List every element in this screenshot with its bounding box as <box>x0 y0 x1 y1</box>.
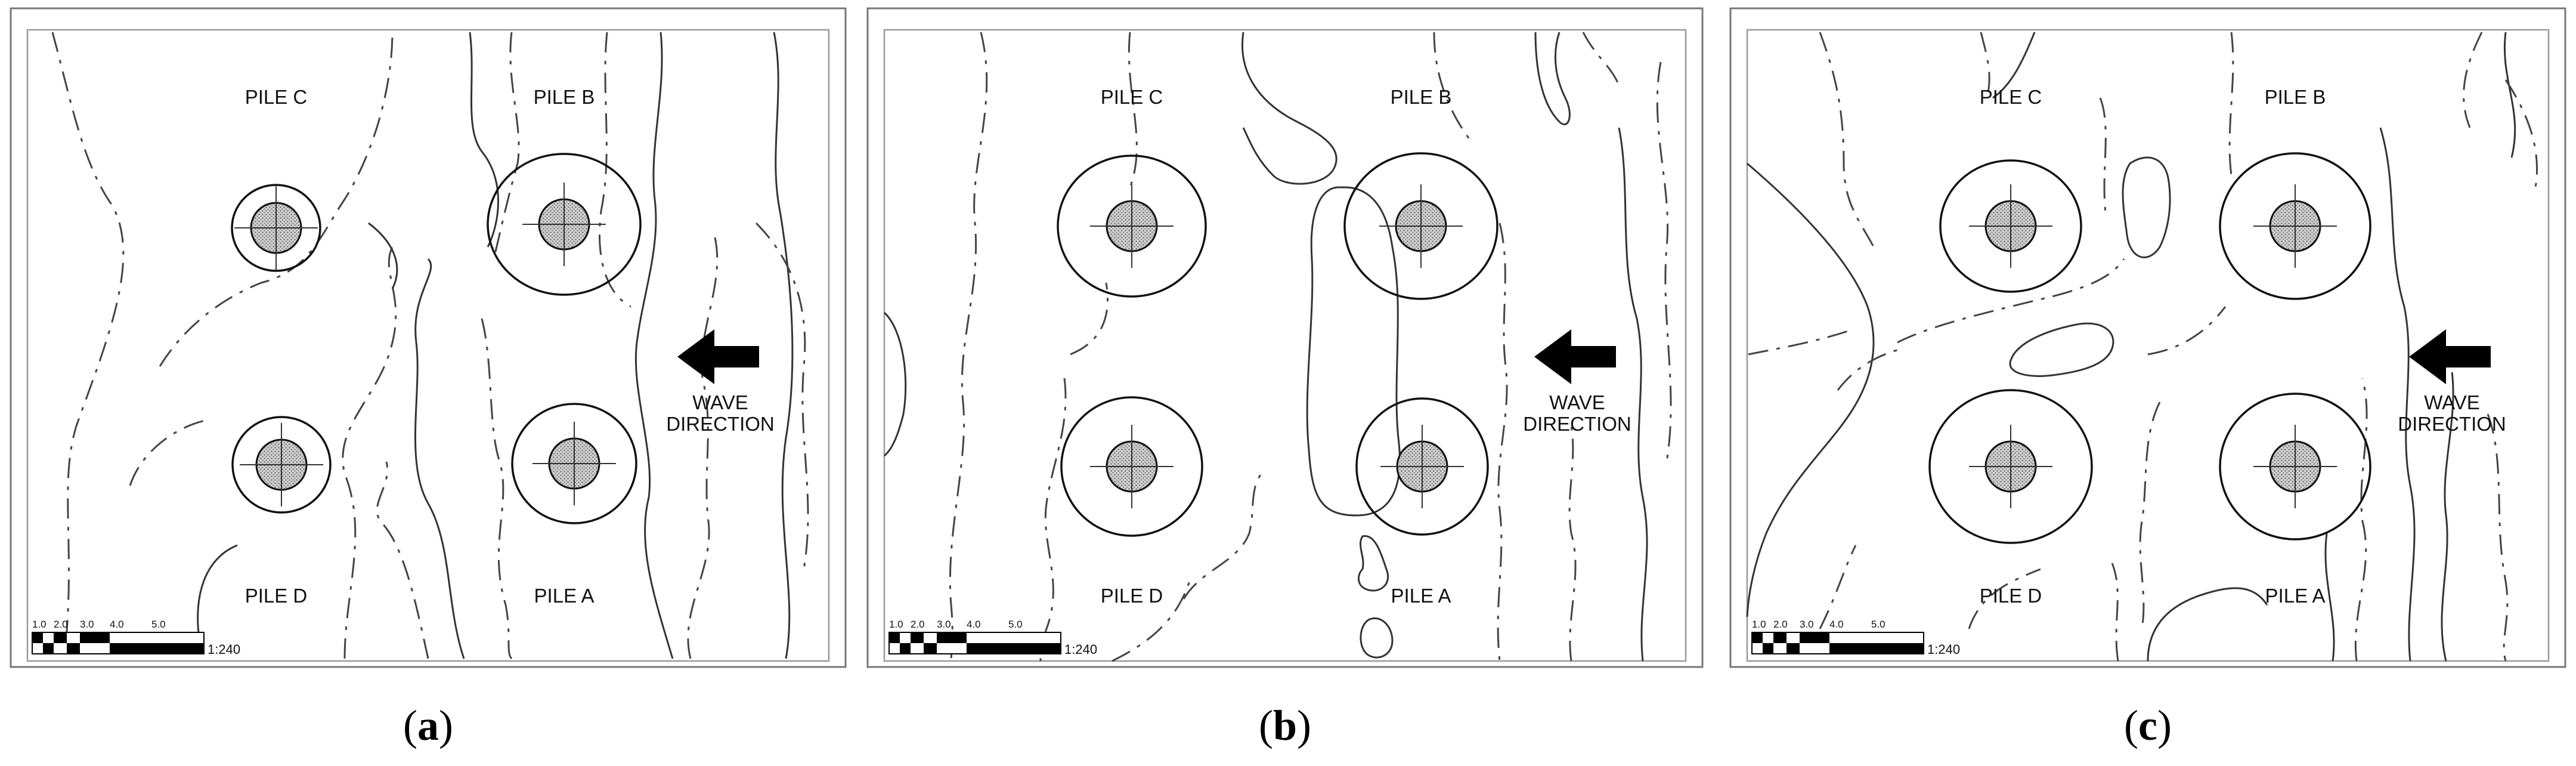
scale-tick-3: 3.0 <box>1800 619 1814 630</box>
scale-bar: 1.0 2.0 3.0 4.0 5.0 1:240 <box>888 619 1097 657</box>
caption-letter: b <box>1273 702 1297 749</box>
scour-ring-pile-c <box>1939 159 2082 293</box>
panel-b: PILE C PILE B PILE D PILE A WAVE DIRECTI… <box>866 7 1704 668</box>
pile-d-label: PILE D <box>245 585 308 607</box>
scale-tick-4: 4.0 <box>110 619 124 630</box>
scale-tick-2: 2.0 <box>1773 619 1788 630</box>
plot-area <box>883 29 1687 662</box>
scale-tick-1: 1.0 <box>1752 619 1766 630</box>
panel-a: PILE C PILE B PILE D PILE A WAVE DIRECTI… <box>10 7 847 668</box>
scour-ring-pile-a <box>1355 397 1489 536</box>
scale-tick-5: 5.0 <box>151 619 166 630</box>
pile-b-label: PILE B <box>2265 86 2326 108</box>
wave-label-line2: DIRECTION <box>2398 413 2506 435</box>
scour-ring-pile-b <box>1343 152 1498 300</box>
caption-open: ( <box>1259 702 1273 749</box>
scale-ratio: 1:240 <box>1064 642 1097 657</box>
panel-frame <box>1729 7 2566 668</box>
scale-tick-5: 5.0 <box>1008 619 1023 630</box>
caption-letter: a <box>417 702 439 749</box>
wave-label-line2: DIRECTION <box>666 413 775 435</box>
pile-c-label: PILE C <box>245 86 308 108</box>
wave-arrow-icon <box>677 329 759 384</box>
caption-letter: c <box>2138 702 2157 749</box>
wave-label-line1: WAVE <box>1549 391 1605 413</box>
caption-close: ) <box>1297 702 1311 749</box>
pile-a-label: PILE A <box>534 585 595 607</box>
scale-tick-1: 1.0 <box>32 619 47 630</box>
wave-direction: WAVE DIRECTION <box>666 329 775 435</box>
panel-frame <box>866 7 1704 668</box>
pile-a-label: PILE A <box>1391 585 1451 607</box>
scour-ring-pile-b <box>487 153 642 296</box>
scale-tick-1: 1.0 <box>889 619 903 630</box>
scour-ring-pile-d <box>1928 389 2093 544</box>
scour-ring-pile-d <box>1060 396 1203 537</box>
pile-a-label: PILE A <box>2265 585 2326 607</box>
scale-bar: 1.0 2.0 3.0 4.0 5.0 1:240 <box>32 619 240 657</box>
scale-tick-4: 4.0 <box>1829 619 1844 630</box>
pile-d-label: PILE D <box>1101 585 1163 607</box>
scale-tick-3: 3.0 <box>80 619 94 630</box>
scale-tick-3: 3.0 <box>937 619 951 630</box>
caption-close: ) <box>2157 702 2172 749</box>
scour-contours <box>1928 152 2371 544</box>
pile-d-label: PILE D <box>1980 585 2042 607</box>
wave-arrow-icon <box>1534 329 1616 384</box>
plot-area <box>26 29 830 662</box>
pile-c-label: PILE C <box>1980 86 2042 108</box>
wave-label-line1: WAVE <box>2424 391 2480 413</box>
caption-b: (b) <box>1259 702 1311 749</box>
caption-c: (c) <box>2124 702 2172 749</box>
pile-b-label: PILE B <box>534 86 595 108</box>
wave-label-line2: DIRECTION <box>1523 413 1631 435</box>
wave-direction: WAVE DIRECTION <box>1523 329 1631 435</box>
caption-open: ( <box>2124 702 2138 749</box>
caption-a: (a) <box>403 702 453 749</box>
caption-close: ) <box>439 702 453 749</box>
wave-arrow-icon <box>2409 329 2491 384</box>
panel-frame <box>10 7 847 668</box>
pile-b-label: PILE B <box>1391 86 1452 108</box>
pile-c-label: PILE C <box>1101 86 1163 108</box>
scour-ring-pile-c <box>1057 155 1207 298</box>
scale-ratio: 1:240 <box>208 642 240 657</box>
scale-tick-2: 2.0 <box>54 619 68 630</box>
scour-ring-pile-b <box>2219 152 2371 300</box>
scour-contours <box>1057 152 1498 537</box>
scour-ring-pile-d <box>231 416 332 514</box>
wave-label-line1: WAVE <box>692 391 748 413</box>
scale-tick-5: 5.0 <box>1871 619 1885 630</box>
caption-open: ( <box>403 702 417 749</box>
contour-lines <box>883 32 1672 662</box>
contour-lines <box>1746 32 2538 662</box>
scour-ring-pile-c <box>231 184 321 272</box>
scour-ring-pile-a <box>2219 393 2371 540</box>
wave-direction: WAVE DIRECTION <box>2398 329 2506 435</box>
scale-ratio: 1:240 <box>1927 642 1960 657</box>
scale-tick-4: 4.0 <box>967 619 981 630</box>
scale-tick-2: 2.0 <box>911 619 925 630</box>
scour-contours <box>231 153 642 524</box>
scale-bar: 1.0 2.0 3.0 4.0 5.0 1:240 <box>1751 619 1960 657</box>
scour-ring-pile-a <box>511 403 637 524</box>
panel-c: PILE C PILE B PILE D PILE A WAVE DIRECTI… <box>1729 7 2566 668</box>
